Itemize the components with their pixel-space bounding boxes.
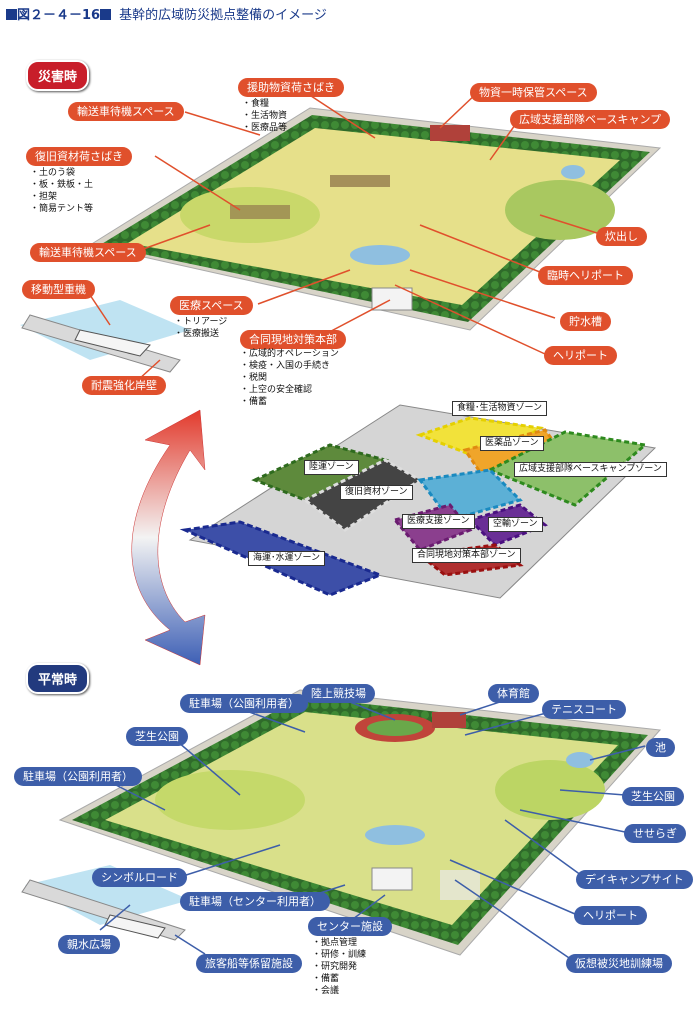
label-temp-heliport: 臨時ヘリポート bbox=[538, 266, 633, 285]
label-day-camp: デイキャンプサイト bbox=[576, 870, 693, 889]
label-temp-storage: 物資一時保管スペース bbox=[470, 83, 597, 102]
label-transport-wait-1: 輸送車待機スペース bbox=[68, 102, 184, 121]
label-wide-support-camp: 広域支援部隊ベースキャンプ bbox=[510, 110, 670, 129]
notes-medical-items: ・トリアージ ・医療搬送 bbox=[174, 316, 227, 340]
zone-medicine: 医薬品ゾーン bbox=[480, 436, 544, 451]
label-parking-center: 駐車場（センター利用者） bbox=[180, 892, 330, 911]
label-relief-sorting: 援助物資荷さばき bbox=[238, 78, 344, 97]
label-center-facility: センター施設 bbox=[308, 917, 392, 936]
label-symbol-road: シンボルロード bbox=[92, 868, 187, 887]
label-lawn-park-1: 芝生公園 bbox=[126, 727, 188, 746]
label-heliport-normal: ヘリポート bbox=[574, 906, 647, 925]
zone-support-camp: 広域支援部隊ベースキャンプゾーン bbox=[514, 462, 667, 477]
zone-medical-support: 医療支援ゾーン bbox=[402, 514, 475, 529]
label-pond: 池 bbox=[646, 738, 675, 757]
zone-land-transport: 陸運ゾーン bbox=[304, 460, 359, 475]
zone-air-transport: 空輸ゾーン bbox=[488, 517, 543, 532]
label-joint-hq: 合同現地対策本部 bbox=[240, 330, 346, 349]
notes-relief-items: ・食糧 ・生活物資 ・医療品等 bbox=[242, 98, 287, 134]
label-parking-public-2: 駐車場（公園利用者） bbox=[14, 767, 142, 786]
label-gym: 体育館 bbox=[488, 684, 539, 703]
notes-center-items: ・拠点管理 ・研修・訓練 ・研究開発 ・備蓄 ・会議 bbox=[312, 937, 366, 997]
label-recovery-sorting: 復旧資材荷さばき bbox=[26, 147, 132, 166]
label-mobile-crane: 移動型重機 bbox=[22, 280, 95, 299]
label-water-tank: 貯水槽 bbox=[560, 312, 611, 331]
label-parking-public-1: 駐車場（公園利用者） bbox=[180, 694, 308, 713]
pier-disaster bbox=[20, 300, 190, 372]
label-heliport-disaster: ヘリポート bbox=[544, 346, 617, 365]
zone-sea-transport: 海運･水運ゾーン bbox=[248, 551, 325, 566]
label-waterfront-plaza: 親水広場 bbox=[58, 935, 120, 954]
disaster-heading: 災害時 bbox=[26, 60, 89, 91]
notes-hq-items: ・広域的オペレーション ・検疫・入国の手続き ・税関 ・上空の安全確認 ・備蓄 bbox=[240, 348, 339, 408]
label-quake-wharf: 耐震強化岸壁 bbox=[82, 376, 166, 395]
normal-heading: 平常時 bbox=[26, 663, 89, 694]
zone-food: 食糧･生活物資ゾーン bbox=[452, 401, 547, 416]
zone-map bbox=[185, 405, 655, 598]
label-training-ground: 仮想被災地訓練場 bbox=[566, 954, 672, 973]
label-transport-wait-2: 輸送車待機スペース bbox=[30, 243, 146, 262]
label-lawn-park-2: 芝生公園 bbox=[622, 787, 684, 806]
zone-joint-hq: 合同現地対策本部ゾーン bbox=[412, 548, 521, 563]
label-tennis: テニスコート bbox=[542, 700, 626, 719]
zone-recovery: 復旧資材ゾーン bbox=[340, 485, 413, 500]
label-ship-mooring: 旅客船等係留施設 bbox=[196, 954, 302, 973]
label-medical-space: 医療スペース bbox=[170, 296, 253, 315]
label-cooking: 炊出し bbox=[596, 227, 647, 246]
label-track-field: 陸上競技場 bbox=[302, 684, 375, 703]
label-stream: せせらぎ bbox=[624, 824, 686, 843]
notes-recovery-items: ・土のう袋 ・板・鉄板・土 ・担架 ・簡易テント等 bbox=[30, 167, 93, 215]
